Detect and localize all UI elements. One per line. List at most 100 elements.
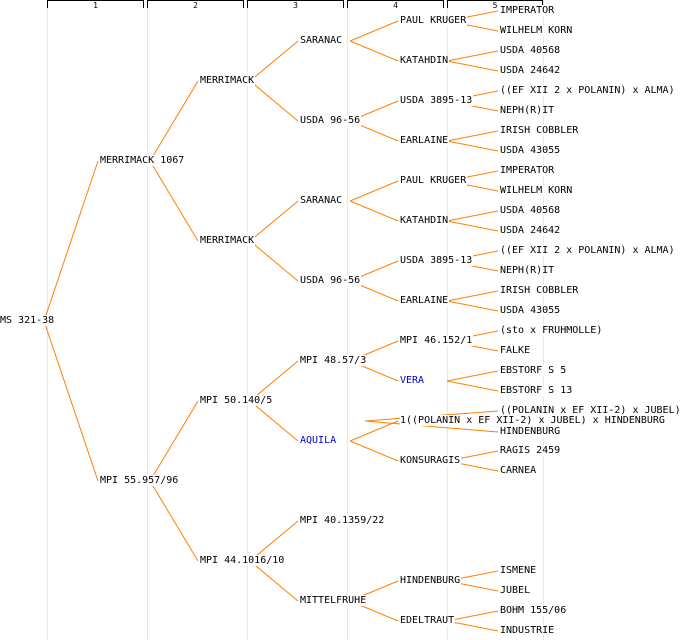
pedigree-node[interactable]: RAGIS 2459 — [500, 445, 562, 456]
pedigree-link — [149, 400, 199, 482]
pedigree-node[interactable]: WILHELM KORN — [500, 185, 574, 196]
pedigree-node[interactable]: AQUILA — [300, 435, 338, 446]
pedigree-node[interactable]: ISMENE — [500, 565, 538, 576]
pedigree-link — [249, 520, 299, 562]
pedigree-node[interactable]: USDA 3895-13 — [400, 95, 474, 106]
pedigree-link — [349, 180, 399, 202]
pedigree-node[interactable]: MPI 44.1016/10 — [200, 555, 286, 566]
generation-number: 1 — [93, 1, 98, 10]
pedigree-node[interactable]: EARLAINE — [400, 295, 450, 306]
pedigree-node[interactable]: USDA 24642 — [500, 225, 562, 236]
pedigree-node[interactable]: USDA 24642 — [500, 65, 562, 76]
pedigree-node[interactable]: MERRIMACK — [200, 75, 256, 86]
pedigree-node[interactable]: USDA 3895-13 — [400, 255, 474, 266]
pedigree-node[interactable]: MPI 46.152/1 — [400, 335, 474, 346]
pedigree-node[interactable]: MERRIMACK — [200, 235, 256, 246]
pedigree-node[interactable]: USDA 40568 — [500, 45, 562, 56]
column-guide — [543, 0, 544, 640]
pedigree-link — [349, 440, 399, 462]
pedigree-link — [349, 20, 399, 42]
pedigree-link — [446, 610, 499, 622]
pedigree-node[interactable]: MPI 55.957/96 — [100, 475, 180, 486]
pedigree-node[interactable]: WILHELM KORN — [500, 25, 574, 36]
generation-header-2: 2 — [147, 0, 244, 10]
pedigree-node[interactable]: KATAHDIN — [400, 215, 450, 226]
pedigree-link — [446, 370, 499, 382]
generation-header-3: 3 — [247, 0, 344, 10]
pedigree-node[interactable]: BOHM 155/06 — [500, 605, 568, 616]
pedigree-node[interactable]: NEPH(R)IT — [500, 265, 556, 276]
pedigree-link — [364, 420, 499, 433]
pedigree-node[interactable]: EDELTRAUT — [400, 615, 456, 626]
pedigree-link — [249, 400, 299, 442]
pedigree-link — [43, 160, 99, 322]
pedigree-node[interactable]: MS 321-38 — [0, 315, 56, 326]
pedigree-node[interactable]: MPI 48.57/3 — [300, 355, 368, 366]
pedigree-link — [446, 140, 499, 152]
pedigree-link — [249, 200, 299, 242]
pedigree-node[interactable]: MPI 40.1359/22 — [300, 515, 386, 526]
pedigree-node[interactable]: ((EF XII 2 x POLANIN) x ALMA) — [500, 245, 676, 256]
pedigree-node[interactable]: FALKE — [500, 345, 532, 356]
pedigree-node[interactable]: JUBEL — [500, 585, 532, 596]
pedigree-node[interactable]: IMPERATOR — [500, 5, 556, 16]
pedigree-node[interactable]: MERRIMACK 1067 — [100, 155, 186, 166]
pedigree-node[interactable]: ((EF XII 2 x POLANIN) x ALMA) — [500, 85, 676, 96]
pedigree-node[interactable]: USDA 43055 — [500, 305, 562, 316]
pedigree-node[interactable]: HINDENBURG — [400, 575, 462, 586]
pedigree-link — [149, 80, 199, 162]
pedigree-link — [43, 320, 99, 482]
pedigree-link — [446, 620, 499, 632]
pedigree-node[interactable]: (sto x FRUHMOLLE) — [500, 325, 604, 336]
pedigree-link — [249, 40, 299, 82]
pedigree-node[interactable]: EARLAINE — [400, 135, 450, 146]
pedigree-node[interactable]: HINDENBURG — [500, 426, 562, 437]
pedigree-link — [446, 50, 499, 62]
pedigree-link — [446, 380, 499, 392]
pedigree-node[interactable]: IRISH COBBLER — [500, 285, 580, 296]
pedigree-node[interactable]: KATAHDIN — [400, 55, 450, 66]
pedigree-node[interactable]: USDA 96-56 — [300, 275, 362, 286]
pedigree-link — [249, 360, 299, 402]
pedigree-node[interactable]: IMPERATOR — [500, 165, 556, 176]
pedigree-node[interactable]: IRISH COBBLER — [500, 125, 580, 136]
pedigree-node[interactable]: SARANAC — [300, 195, 344, 206]
generation-number: 4 — [393, 1, 398, 10]
pedigree-node[interactable]: USDA 40568 — [500, 205, 562, 216]
column-guide — [347, 0, 348, 640]
pedigree-node[interactable]: EBSTORF S 5 — [500, 365, 568, 376]
pedigree-link — [446, 210, 499, 222]
generation-header-1: 1 — [47, 0, 144, 10]
generation-number: 2 — [193, 1, 198, 10]
pedigree-node[interactable]: INDUSTRIE — [500, 625, 556, 636]
pedigree-node[interactable]: CARNEA — [500, 465, 538, 476]
pedigree-node[interactable]: SARANAC — [300, 35, 344, 46]
pedigree-link — [249, 80, 299, 122]
pedigree-link — [446, 130, 499, 142]
pedigree-node[interactable]: EBSTORF S 13 — [500, 385, 574, 396]
pedigree-node[interactable]: MPI 50.140/5 — [200, 395, 274, 406]
column-guide — [147, 0, 148, 640]
pedigree-node[interactable]: USDA 43055 — [500, 145, 562, 156]
pedigree-node[interactable]: PAUL KRUGER — [400, 15, 468, 26]
pedigree-node[interactable]: 1((POLANIN x EF XII-2) x JUBEL) x HINDEN… — [400, 415, 666, 426]
pedigree-node[interactable]: ((POLANIN x EF XII-2) x JUBEL) — [500, 405, 682, 416]
pedigree-node[interactable]: VERA — [400, 375, 426, 386]
generation-header-5: 5 — [447, 0, 543, 10]
pedigree-link — [446, 220, 499, 232]
column-guide — [247, 0, 248, 640]
pedigree-link — [349, 420, 399, 442]
pedigree-node[interactable]: USDA 96-56 — [300, 115, 362, 126]
pedigree-link — [349, 200, 399, 222]
pedigree-link — [249, 240, 299, 282]
generation-number: 3 — [293, 1, 298, 10]
pedigree-node[interactable]: PAUL KRUGER — [400, 175, 468, 186]
pedigree-node[interactable]: MITTELFRUHE — [300, 595, 368, 606]
pedigree-node[interactable]: NEPH(R)IT — [500, 105, 556, 116]
pedigree-node[interactable]: KONSURAGIS — [400, 455, 462, 466]
generation-number: 5 — [492, 1, 498, 10]
pedigree-link — [249, 560, 299, 602]
pedigree-link — [349, 40, 399, 62]
pedigree-link — [149, 160, 199, 242]
